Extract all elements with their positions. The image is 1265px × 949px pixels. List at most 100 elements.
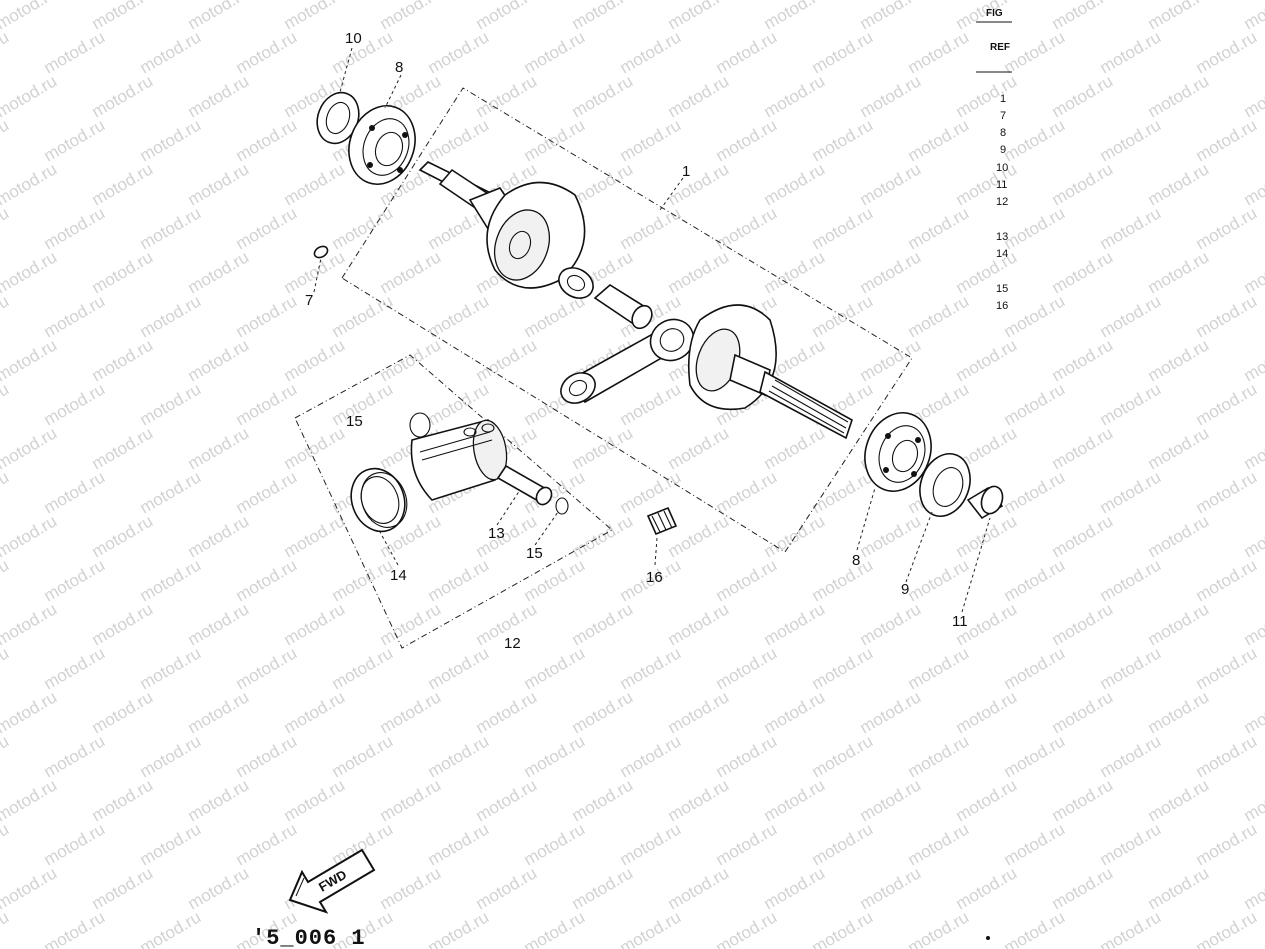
watermark-text: motod.ru: [0, 555, 12, 605]
watermark-text: motod.ru: [41, 555, 109, 605]
watermark-text: motod.ru: [761, 599, 829, 649]
watermark-text: motod.ru: [713, 467, 781, 517]
piston-group-outline: [294, 354, 613, 649]
watermark-text: motod.ru: [281, 511, 349, 561]
watermark-text: motod.ru: [569, 511, 637, 561]
watermark-text: motod.ru: [425, 643, 493, 693]
watermark-text: motod.ru: [1097, 115, 1165, 165]
watermark-text: motod.ru: [473, 687, 541, 737]
watermark-text: motod.ru: [1001, 115, 1069, 165]
watermark-text: motod.ru: [809, 27, 877, 77]
watermark-text: motod.ru: [185, 423, 253, 473]
watermark-text: motod.ru: [569, 599, 637, 649]
watermark-text: motod.ru: [329, 731, 397, 781]
watermark-text: motod.ru: [377, 247, 445, 297]
watermark-text: motod.ru: [89, 159, 157, 209]
watermark-text: motod.ru: [41, 731, 109, 781]
watermark-text: motod.ru: [0, 159, 60, 209]
watermark-text: motod.ru: [89, 599, 157, 649]
watermark-text: motod.ru: [1193, 115, 1261, 165]
watermark-text: motod.ru: [1145, 863, 1213, 913]
watermark-text: motod.ru: [377, 775, 445, 825]
watermark-text: motod.ru: [1049, 71, 1117, 121]
watermark-text: motod.ru: [137, 467, 205, 517]
watermark-text: motod.ru: [1193, 643, 1261, 693]
watermark-text: motod.ru: [1145, 423, 1213, 473]
watermark-text: motod.ru: [569, 775, 637, 825]
watermark-text: motod.ru: [617, 379, 685, 429]
ref-number: 13: [996, 231, 1008, 243]
watermark-text: motod.ru: [233, 555, 301, 605]
watermark-text: motod.ru: [713, 907, 781, 949]
callout-13: 13: [488, 525, 505, 542]
callout-10: 10: [345, 30, 362, 47]
watermark-text: motod.ru: [665, 775, 733, 825]
callout-8-top: 8: [395, 59, 403, 76]
watermark-text: motod.ru: [713, 819, 781, 869]
watermark-text: motod.ru: [857, 247, 925, 297]
watermark-text: motod.ru: [0, 247, 60, 297]
watermark-text: motod.ru: [521, 27, 589, 77]
watermark-text: motod.ru: [1145, 159, 1213, 209]
watermark-text: motod.ru: [905, 555, 973, 605]
watermark-text: motod.ru: [1241, 159, 1265, 209]
watermark-text: motod.ru: [41, 379, 109, 429]
watermark-text: motod.ru: [89, 511, 157, 561]
watermark-text: motod.ru: [857, 687, 925, 737]
watermark-text: motod.ru: [185, 687, 253, 737]
watermark-text: motod.ru: [329, 643, 397, 693]
watermark-text: motod.ru: [0, 819, 12, 869]
watermark-text: motod.ru: [0, 71, 60, 121]
circlip-top: [409, 412, 431, 438]
watermark-text: motod.ru: [1145, 71, 1213, 121]
watermark-text: motod.ru: [857, 335, 925, 385]
watermark-text: motod.ru: [233, 203, 301, 253]
watermark-text: motod.ru: [281, 775, 349, 825]
watermark-text: motod.ru: [665, 423, 733, 473]
watermark-text: motod.ru: [1097, 643, 1165, 693]
watermark-text: motod.ru: [0, 775, 60, 825]
watermark-text: motod.ru: [0, 335, 60, 385]
watermark-text: motod.ru: [1001, 643, 1069, 693]
watermark-text: motod.ru: [665, 599, 733, 649]
watermark-text: motod.ru: [425, 907, 493, 949]
callout-16: 16: [646, 569, 663, 586]
watermark-text: motod.ru: [953, 335, 1021, 385]
watermark-text: motod.ru: [713, 203, 781, 253]
watermark-text: motod.ru: [1193, 203, 1261, 253]
watermark-text: motod.ru: [89, 335, 157, 385]
watermark-text: motod.ru: [857, 159, 925, 209]
watermark-text: motod.ru: [233, 291, 301, 341]
watermark-text: motod.ru: [905, 731, 973, 781]
watermark-text: motod.ru: [809, 907, 877, 949]
watermark-text: motod.ru: [953, 775, 1021, 825]
watermark-text: motod.ru: [713, 731, 781, 781]
ref-number: 8: [1000, 127, 1006, 139]
watermark-text: motod.ru: [1049, 511, 1117, 561]
watermark-text: motod.ru: [1049, 247, 1117, 297]
watermark-text: motod.ru: [809, 467, 877, 517]
watermark-text: motod.ru: [233, 731, 301, 781]
watermark-text: motod.ru: [185, 863, 253, 913]
watermark-text: motod.ru: [1001, 731, 1069, 781]
watermark-text: motod.ru: [617, 203, 685, 253]
watermark-text: motod.ru: [617, 467, 685, 517]
watermark-text: motod.ru: [809, 643, 877, 693]
watermark-text: motod.ru: [1049, 775, 1117, 825]
watermark-text: motod.ru: [185, 159, 253, 209]
watermark-text: motod.ru: [1145, 599, 1213, 649]
watermark-text: motod.ru: [137, 907, 205, 949]
watermark-text: motod.ru: [473, 335, 541, 385]
watermark-text: motod.ru: [713, 555, 781, 605]
watermark-text: motod.ru: [1193, 555, 1261, 605]
watermark-text: motod.ru: [1241, 247, 1265, 297]
callout-11: 11: [952, 613, 968, 630]
small-end-bearing: [646, 506, 678, 536]
callout-8-bottom: 8: [852, 552, 860, 569]
callouts: 1 7 8 8 9 10 11 12 13 14 15 15 16: [305, 30, 968, 652]
watermark-text: motod.ru: [953, 511, 1021, 561]
watermark-text: motod.ru: [1049, 159, 1117, 209]
watermark-text: motod.ru: [0, 731, 12, 781]
watermark-text: motod.ru: [185, 71, 253, 121]
watermark-text: motod.ru: [1241, 71, 1265, 121]
